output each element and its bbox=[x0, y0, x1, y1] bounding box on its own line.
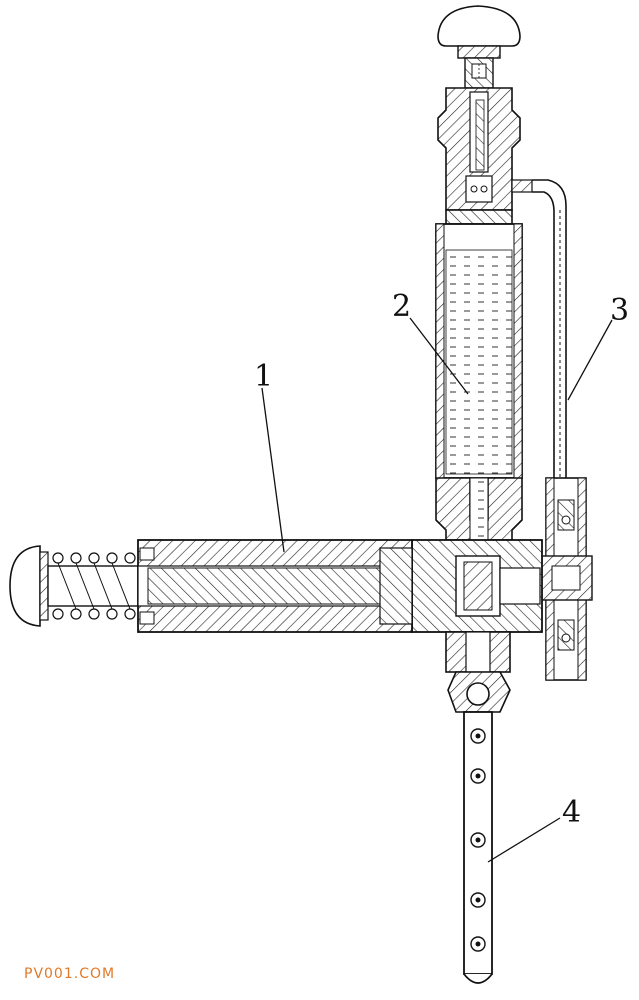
nozzle bbox=[447, 671, 511, 713]
leader-line-4 bbox=[487, 817, 561, 863]
spray-tube bbox=[463, 711, 493, 984]
watermark-text: PV001.COM bbox=[24, 966, 115, 982]
piston-plate bbox=[445, 209, 513, 225]
top-knob bbox=[437, 5, 521, 89]
leader-line-2 bbox=[409, 317, 469, 395]
part-label-3: 3 bbox=[610, 293, 629, 328]
reservoir-cylinder bbox=[435, 223, 523, 541]
handle-assembly bbox=[9, 539, 413, 633]
part-label-4: 4 bbox=[562, 795, 581, 830]
return-tube bbox=[532, 179, 593, 681]
pump-head bbox=[437, 87, 533, 211]
leader-lines bbox=[261, 317, 613, 863]
leader-line-3 bbox=[567, 319, 613, 401]
part-label-1: 1 bbox=[254, 359, 273, 394]
liquid-fill bbox=[445, 249, 513, 475]
leader-line-1 bbox=[261, 387, 285, 553]
valve-block bbox=[411, 539, 543, 673]
spring bbox=[52, 552, 136, 620]
part-label-2: 2 bbox=[392, 289, 411, 324]
